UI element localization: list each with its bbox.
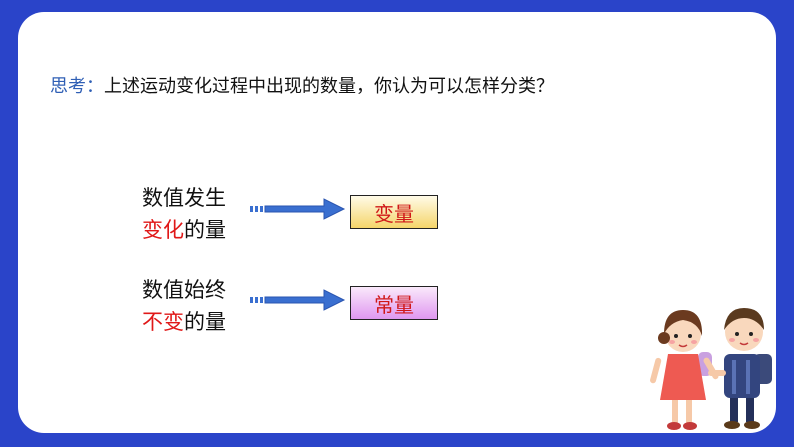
row-label-line1: 数值始终	[142, 278, 226, 302]
blue-arrow-icon	[250, 198, 346, 220]
row-suffix: 的量	[184, 310, 226, 334]
row-label-changing: 数值发生 变化的量	[142, 182, 226, 246]
constant-box: 常量	[350, 286, 438, 320]
row-suffix: 的量	[184, 218, 226, 242]
row-label-line1: 数值发生	[142, 186, 226, 210]
question-line: 思考：上述运动变化过程中出现的数量，你认为可以怎样分类？	[50, 72, 554, 98]
row-label-line2: 变化的量	[142, 214, 226, 246]
row-label-constant: 数值始终 不变的量	[142, 274, 226, 338]
row-label-line2: 不变的量	[142, 306, 226, 338]
blue-arrow-icon	[250, 289, 346, 311]
slide-canvas: 思考：上述运动变化过程中出现的数量，你认为可以怎样分类？ 数值发生 变化的量 变…	[18, 12, 776, 433]
row-highlight: 变化	[142, 218, 184, 242]
children-illustration-icon	[650, 308, 772, 430]
row-highlight: 不变	[142, 310, 184, 334]
variable-box: 变量	[350, 195, 438, 229]
question-prefix: 思考：	[50, 76, 104, 97]
question-text: 上述运动变化过程中出现的数量，你认为可以怎样分类？	[104, 76, 554, 97]
